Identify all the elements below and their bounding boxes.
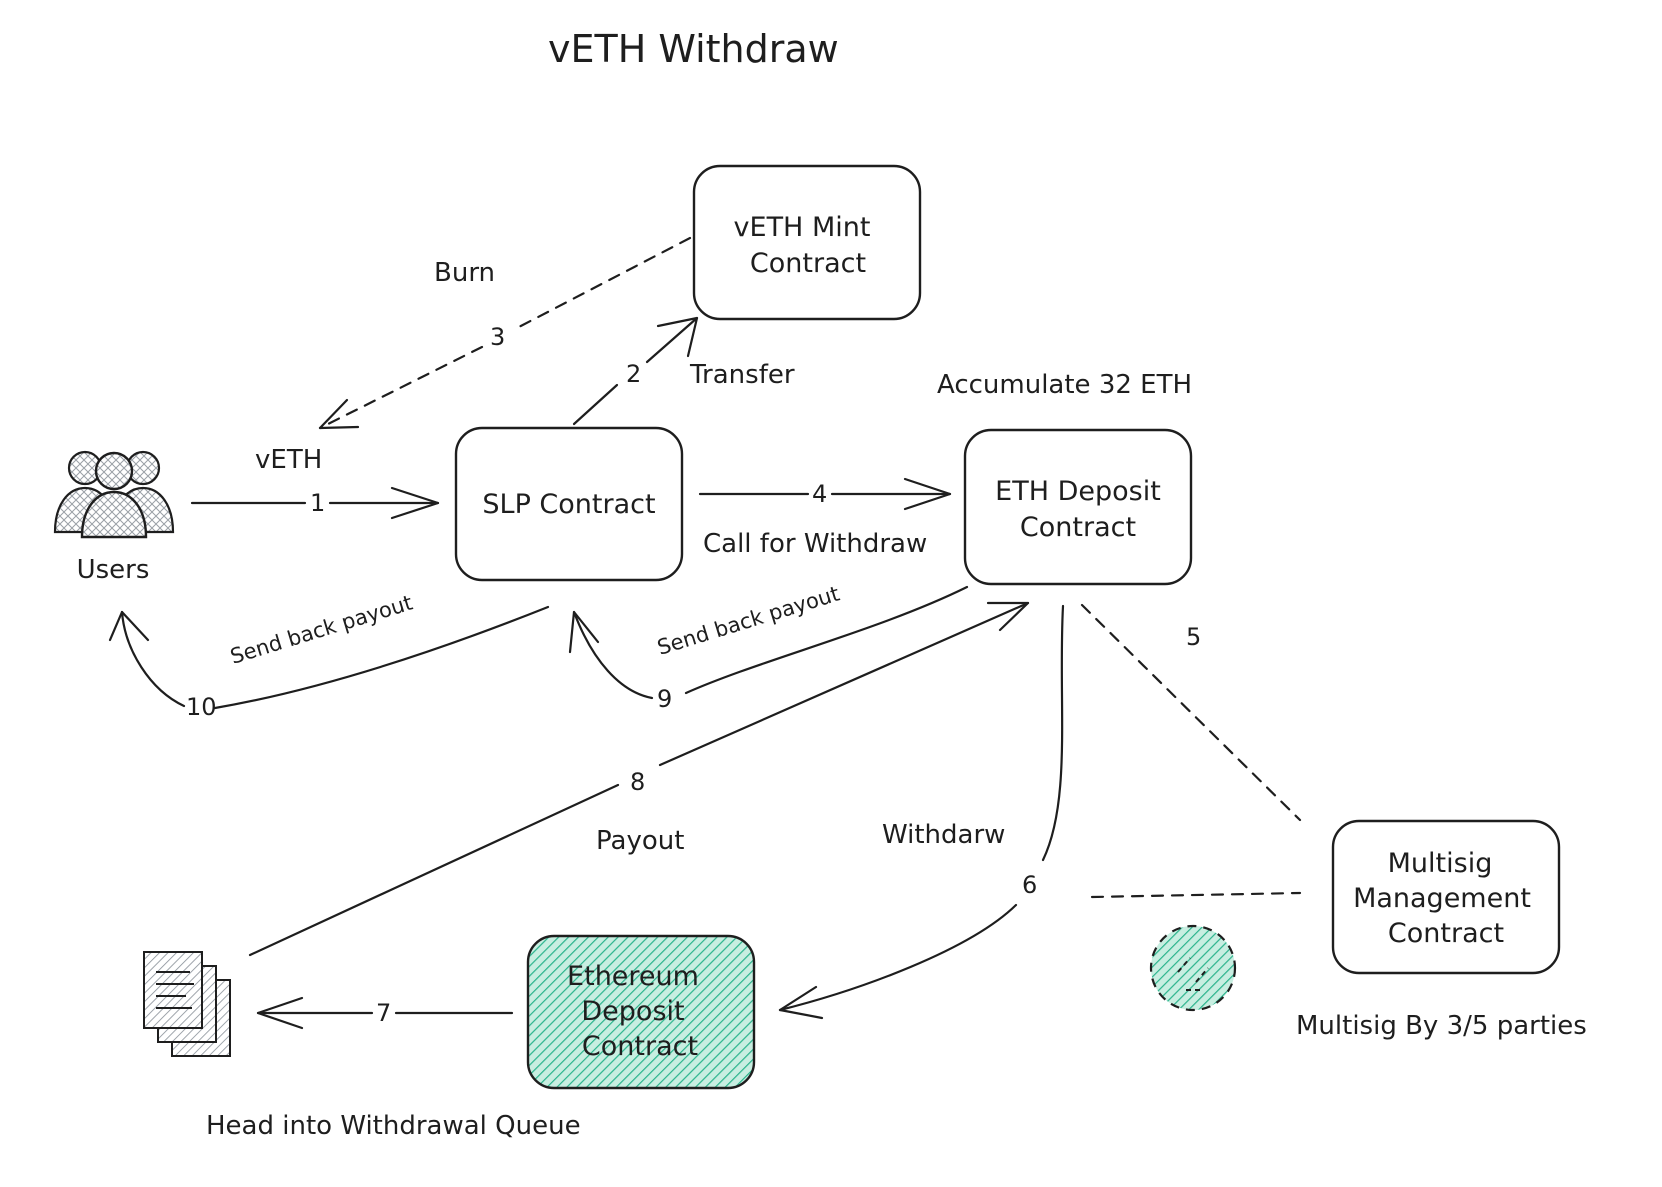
payout-label: Payout — [596, 826, 684, 856]
veth-mint-line2: Contract — [750, 248, 866, 279]
step-6-label: 6 — [1022, 871, 1037, 899]
diagram-title: vETH Withdraw — [548, 27, 839, 71]
multisig-line2: Management — [1353, 883, 1531, 914]
eth-deposit-line1: ETH Deposit — [995, 476, 1161, 507]
edge-4-slp-to-deposit — [698, 477, 952, 511]
step-3-label: 3 — [490, 323, 505, 351]
step-1-label: 1 — [310, 489, 325, 517]
transfer-label: Transfer — [689, 360, 795, 390]
withdraw-label: Withdarw — [882, 820, 1005, 850]
veth-label: vETH — [255, 445, 322, 475]
step-9-label: 9 — [657, 685, 672, 713]
step-8-label: 8 — [630, 768, 645, 796]
users-label: Users — [77, 555, 150, 585]
node-eth-deposit-contract[interactable]: ETH Deposit Contract — [963, 428, 1193, 586]
edge-2-slp-to-mint — [572, 316, 699, 426]
multisig-parties-label: Multisig By 3/5 parties — [1296, 1011, 1587, 1041]
call-for-withdraw-label: Call for Withdraw — [703, 529, 927, 559]
withdrawal-queue-label: Head into Withdrawal Queue — [206, 1111, 581, 1141]
multisig-line3: Contract — [1388, 918, 1504, 949]
step-10-label: 10 — [186, 693, 217, 721]
edge-7-ethereum-to-queue — [256, 996, 514, 1030]
edge-8-queue-to-deposit — [248, 601, 1030, 957]
edge-9-deposit-to-slp — [568, 585, 969, 700]
documents-stack-icon[interactable] — [143, 951, 231, 1057]
step-5-label: 5 — [1186, 623, 1201, 651]
send-back-payout-label-2: Send back payout — [654, 582, 842, 660]
edge-6-deposit-to-ethereum — [778, 604, 1065, 1020]
edge-10-slp-to-users — [108, 605, 550, 710]
step-4-label: 4 — [812, 480, 827, 508]
node-ethereum-deposit-contract[interactable]: Ethereum Deposit Contract — [526, 934, 756, 1090]
burn-label: Burn — [434, 258, 495, 288]
ethereum-deposit-line1: Ethereum — [567, 961, 699, 992]
eth-deposit-line2: Contract — [1020, 512, 1136, 543]
node-veth-mint-contract[interactable]: vETH Mint Contract — [692, 164, 922, 321]
edge-1-users-to-slp — [190, 486, 440, 520]
edge-3-mint-to-users — [318, 236, 692, 430]
step-2-label: 2 — [626, 360, 641, 388]
send-back-payout-label-1: Send back payout — [227, 591, 415, 669]
edge-5-deposit-to-multisig — [1080, 603, 1302, 899]
users-group-icon[interactable] — [53, 450, 175, 539]
accumulate-label: Accumulate 32 ETH — [937, 370, 1192, 400]
ethereum-deposit-line3: Contract — [582, 1031, 698, 1062]
step-7-label: 7 — [376, 999, 391, 1027]
dashed-circle-icon — [1149, 924, 1237, 1012]
ethereum-deposit-line2: Deposit — [581, 996, 684, 1027]
slp-contract-label: SLP Contract — [482, 489, 655, 520]
node-multisig-management-contract[interactable]: Multisig Management Contract — [1331, 819, 1561, 975]
node-slp-contract[interactable]: SLP Contract — [454, 426, 684, 582]
multisig-line1: Multisig — [1388, 848, 1493, 879]
veth-mint-line1: vETH Mint — [734, 212, 871, 243]
